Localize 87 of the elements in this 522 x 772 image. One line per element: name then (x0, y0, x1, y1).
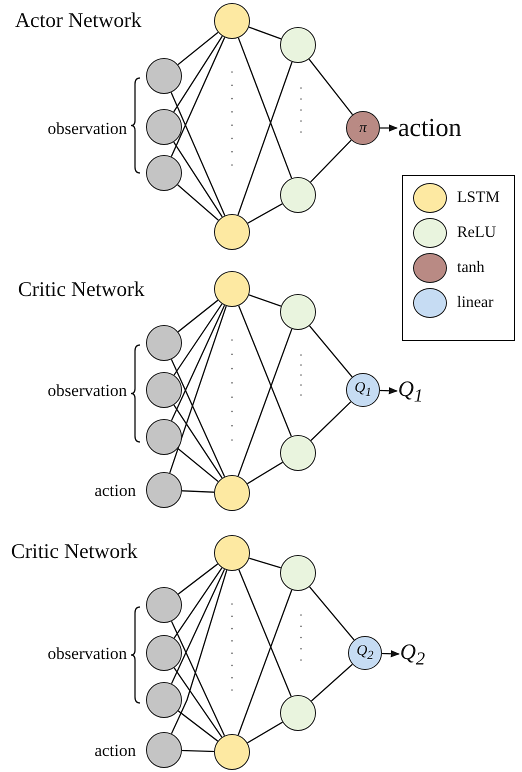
connection-line (247, 462, 283, 484)
linear-neuron (346, 373, 380, 407)
lstm-neuron (214, 475, 250, 511)
connection-line (174, 304, 222, 376)
legend-label: linear (457, 295, 494, 311)
connection-line (173, 142, 223, 218)
input-label: action (94, 482, 136, 498)
tanh-neuron (346, 111, 380, 145)
output-label: Q$_{2}$ (400, 640, 426, 668)
connection-line (238, 569, 292, 697)
connection-line (238, 38, 292, 178)
relu-neuron (280, 695, 316, 731)
connection-line (177, 184, 219, 221)
connection-line (248, 294, 282, 307)
connection-line (310, 140, 352, 183)
connection-line (170, 569, 226, 684)
connection-line (309, 586, 355, 640)
input-neuron (146, 587, 182, 623)
connection-line (170, 570, 228, 734)
connection-line (249, 558, 281, 568)
lstm-neuron (214, 271, 250, 307)
output-label: Q$_{1}$ (398, 378, 424, 404)
input-group-label: observation (48, 382, 127, 398)
input-neuron (146, 155, 182, 191)
lstm-neuron (214, 3, 250, 39)
connection-line (182, 490, 214, 493)
input-neuron (146, 682, 182, 718)
neuron-symbol: π (359, 120, 367, 136)
connection-line (173, 404, 223, 478)
legend-label: ReLU (457, 225, 496, 241)
input-neuron (146, 58, 182, 94)
neuron-symbol: Q$_{2}$ (356, 643, 374, 663)
input-neuron (146, 472, 182, 508)
connection-line (178, 32, 218, 66)
connection-line (247, 203, 283, 224)
input-group-label: observation (48, 120, 127, 136)
connection-line (238, 590, 292, 736)
input-neuron (146, 635, 182, 671)
connection-line (178, 300, 218, 332)
network-title: Critic Network (11, 541, 138, 562)
arrow (380, 124, 398, 132)
legend-label: LSTM (457, 190, 500, 206)
relu-neuron (280, 27, 316, 63)
linear-neuron (348, 636, 382, 670)
connection-line (310, 664, 353, 702)
connection-line (238, 328, 292, 476)
connection-line (309, 325, 353, 378)
connection-line (170, 621, 226, 736)
connection-line (169, 306, 227, 474)
connection-line (308, 58, 354, 116)
connection-line (238, 305, 292, 437)
connection-line (170, 92, 226, 216)
arrow (380, 387, 398, 394)
neuron-symbol: Q$_{1}$ (354, 380, 372, 400)
connection-line (174, 667, 222, 738)
connection-line (170, 359, 226, 477)
connection-line (178, 710, 218, 742)
connection-line (170, 37, 226, 157)
input-neuron (146, 109, 182, 145)
input-neuron (146, 325, 182, 361)
connection-line (177, 448, 219, 482)
lstm-neuron (214, 214, 250, 250)
connection-line (248, 26, 282, 40)
input-group-label: observation (48, 644, 127, 662)
input-neuron (146, 419, 182, 455)
connection-line (173, 36, 223, 112)
network-title: Critic Network (18, 279, 145, 300)
connection-line (178, 563, 218, 595)
lstm-neuron (214, 734, 250, 770)
connection-line (170, 305, 226, 421)
connection-line (247, 722, 283, 744)
input-neuron (146, 372, 182, 408)
input-neuron (146, 732, 182, 768)
connection-line (182, 750, 214, 752)
lstm-neuron (214, 535, 250, 571)
connection-line (237, 62, 293, 216)
relu-neuron (280, 555, 316, 591)
relu-neuron (280, 294, 316, 330)
output-label: action (398, 115, 462, 141)
connection-line (310, 401, 352, 441)
arrow (382, 650, 400, 658)
network-title: Actor Network (15, 10, 142, 31)
relu-neuron (280, 177, 316, 213)
connection-line (174, 568, 222, 638)
legend-label: tanh (457, 260, 485, 276)
relu-neuron (280, 435, 316, 471)
input-label: action (94, 742, 136, 758)
